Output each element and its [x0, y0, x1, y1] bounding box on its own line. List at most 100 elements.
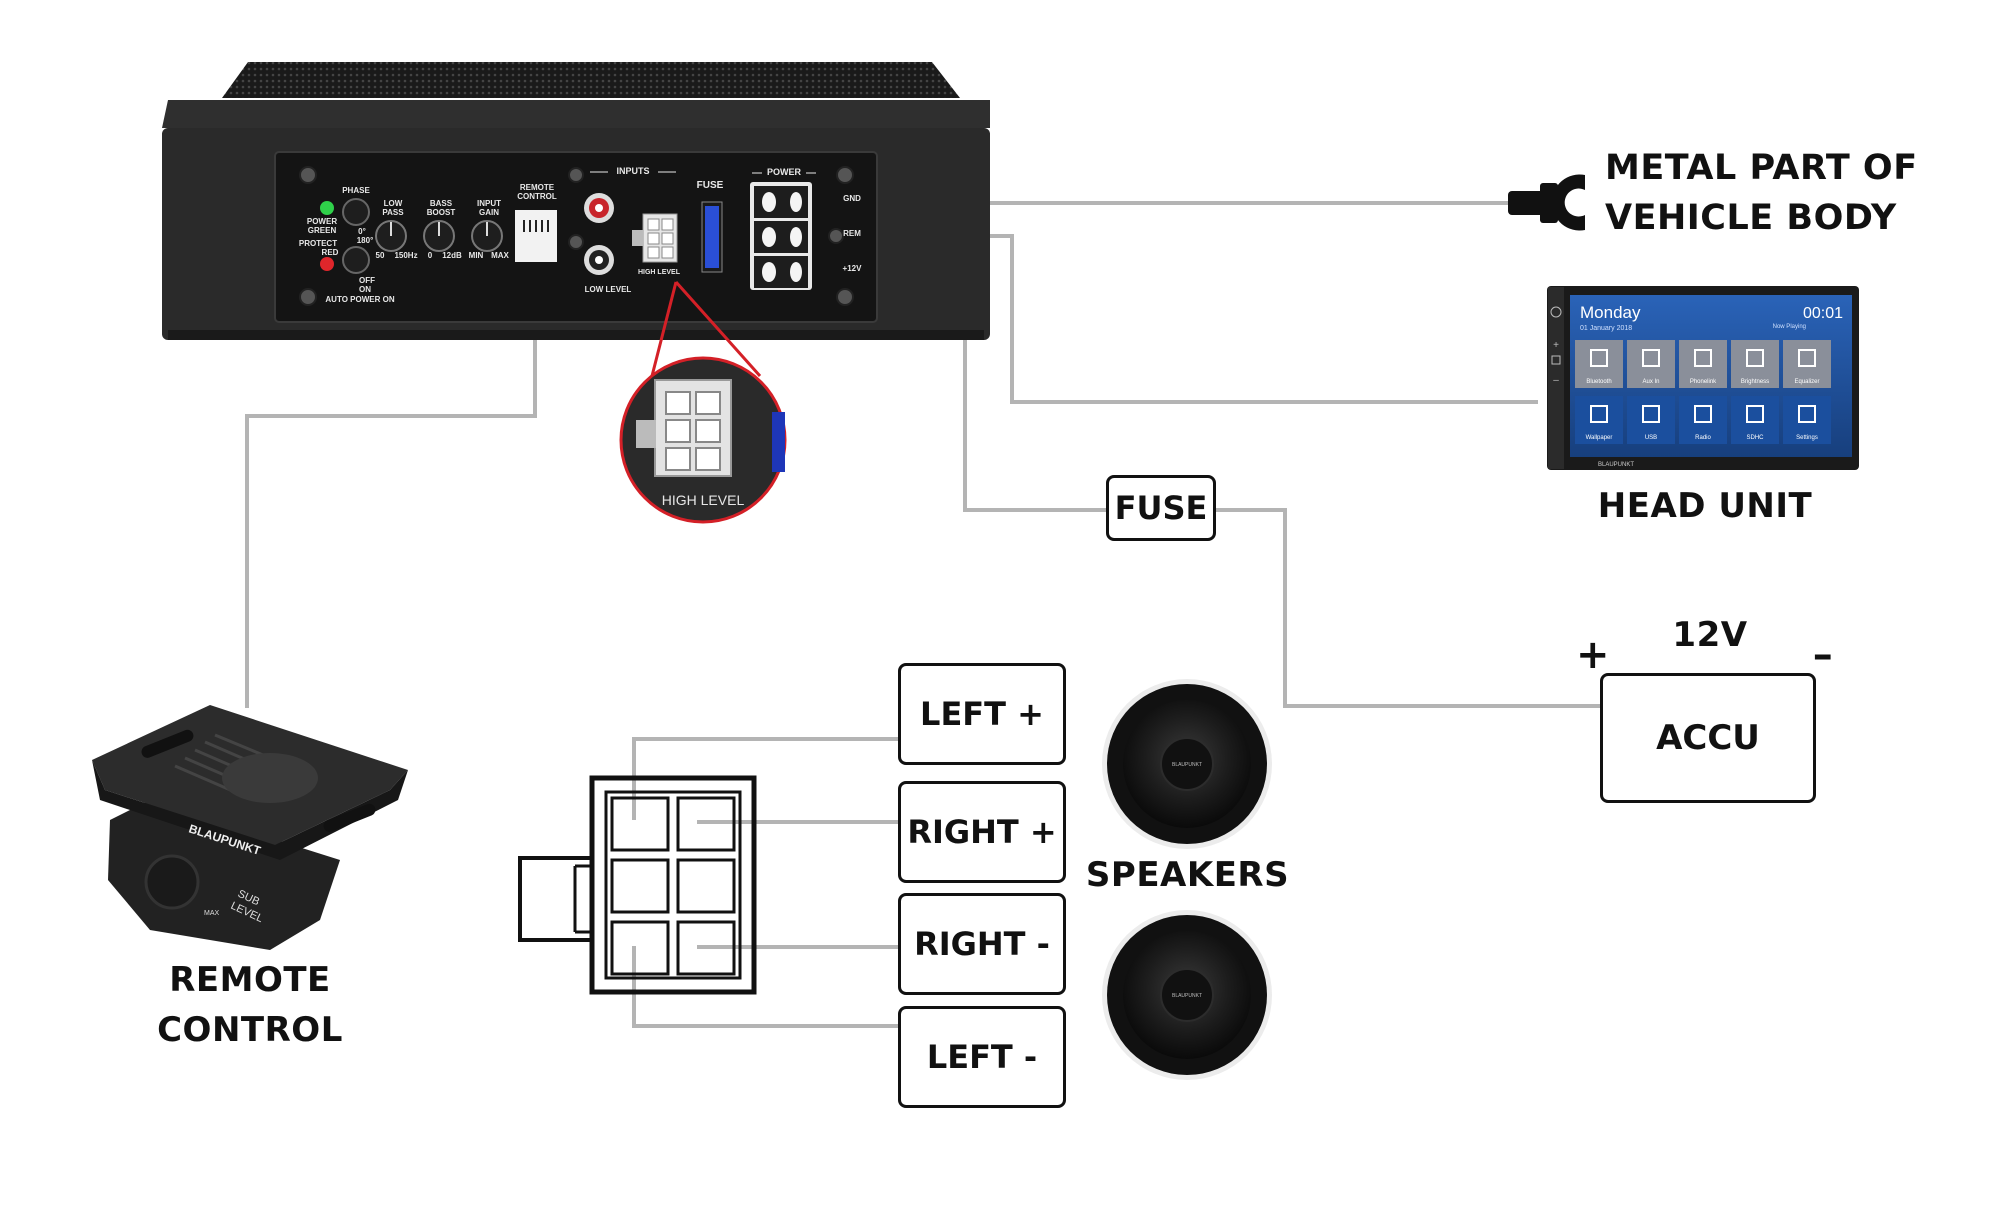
remote-max: MAX — [204, 910, 220, 917]
pin-left-plus: LEFT + — [898, 663, 1066, 765]
lbl-power-block: POWER — [767, 167, 802, 177]
lbl-ig-min: MIN — [469, 251, 484, 260]
lbl-bb-max: 12dB — [442, 251, 462, 260]
lbl-rem: REM — [843, 229, 861, 238]
hu-tile — [1731, 396, 1779, 444]
metal-label-line1: METAL PART OF — [1605, 148, 1918, 188]
lbl-control: CONTROL — [517, 192, 557, 201]
pin-right-minus: RIGHT - — [898, 893, 1066, 995]
phase-switch[interactable] — [342, 198, 370, 226]
lbl-gain: GAIN — [479, 208, 499, 217]
lbl-power: POWER — [307, 217, 337, 226]
hu-tile-label: Aux In — [1642, 379, 1659, 385]
lbl-high-level: HIGH LEVEL — [638, 269, 681, 276]
hu-tile-icon — [1798, 405, 1816, 423]
lbl-off: OFF — [359, 276, 375, 285]
lbl-low-level: LOW LEVEL — [585, 285, 632, 294]
accu-plus: + — [1575, 632, 1610, 678]
speaker-top: BLAUPUNKT — [1102, 679, 1272, 849]
metal-label-line2: VEHICLE BODY — [1605, 198, 1897, 238]
lbl-ig-max: MAX — [491, 251, 509, 260]
led-protect-red — [320, 257, 334, 271]
lbl-on: ON — [359, 285, 371, 294]
speaker-bottom-brand: BLAUPUNKT — [1172, 993, 1202, 999]
wire-left-minus — [632, 946, 898, 1028]
head-unit-device: +– Monday 01 January 2018 00:01 Now Play… — [1547, 286, 1859, 470]
hu-time: 00:01 — [1803, 305, 1843, 322]
knob-low-pass[interactable] — [375, 220, 407, 252]
lbl-fuse: FUSE — [697, 180, 724, 191]
led-power-green — [320, 201, 334, 215]
lbl-auto-power-on: AUTO POWER ON — [325, 295, 394, 304]
hu-tile-icon — [1590, 349, 1608, 367]
panel-screws — [299, 166, 854, 306]
remote-port — [515, 210, 557, 262]
lbl-inputs: INPUTS — [616, 166, 649, 176]
amplifier: PHASE POWER GREEN PROTECT RED 0° 180° OF… — [162, 62, 990, 340]
lbl-bb-min: 0 — [428, 251, 433, 260]
fuse-box: FUSE — [1106, 475, 1216, 541]
lbl-red: RED — [322, 248, 339, 257]
zoom-label: HIGH LEVEL — [662, 492, 745, 508]
remote-control-device: BLAUPUNKT SUB LEVEL MAX — [92, 705, 408, 950]
hu-tile-label: SDHC — [1746, 435, 1764, 441]
hu-tile — [1731, 340, 1779, 388]
hu-tile — [1575, 340, 1623, 388]
lbl-phase-0: 0° — [358, 227, 366, 236]
speakers-label: SPEAKERS — [1085, 855, 1290, 895]
lbl-protect: PROTECT — [299, 239, 337, 248]
svg-text:–: – — [1553, 375, 1559, 386]
hu-tile-icon — [1694, 405, 1712, 423]
hu-tile-label: Brightness — [1741, 379, 1769, 385]
hu-tile-icon — [1590, 405, 1608, 423]
lbl-low: LOW — [384, 199, 403, 208]
hu-tile — [1783, 340, 1831, 388]
lbl-phase-180: 180° — [357, 236, 374, 245]
high-level-plug — [518, 775, 757, 995]
speaker-top-brand: BLAUPUNKT — [1172, 762, 1202, 768]
hu-tile-icon — [1746, 405, 1764, 423]
rca-right[interactable] — [584, 193, 614, 223]
power-terminals — [750, 182, 812, 290]
hu-tile-label: Equalizer — [1794, 379, 1819, 385]
hu-brand: BLAUPUNKT — [1598, 462, 1634, 468]
amp-top-lid — [162, 100, 990, 128]
rca-left[interactable] — [584, 245, 614, 275]
auto-power-switch[interactable] — [342, 246, 370, 274]
lbl-bass: BASS — [430, 199, 453, 208]
hu-tile — [1575, 396, 1623, 444]
knob-bass-boost[interactable] — [423, 220, 455, 252]
hu-now-playing: Now Playing — [1773, 324, 1806, 330]
high-level-zoom: HIGH LEVEL — [619, 281, 787, 524]
hu-tile-icon — [1694, 349, 1712, 367]
amp-bottom-edge — [168, 330, 984, 340]
hu-tile — [1679, 340, 1727, 388]
amp-top-grille — [222, 62, 960, 98]
wire-remote — [245, 330, 537, 708]
lbl-input: INPUT — [477, 199, 501, 208]
lbl-gnd: GND — [843, 194, 861, 203]
remote-label-line1: REMOTE — [169, 960, 331, 1000]
lbl-lp-max: 150Hz — [394, 251, 417, 260]
voltage-label: 12V — [1672, 615, 1748, 655]
pin-left-minus: LEFT - — [898, 1006, 1066, 1108]
lbl-boost: BOOST — [427, 208, 456, 217]
ground-clamp-icon — [1508, 174, 1585, 231]
knob-input-gain[interactable] — [471, 220, 503, 252]
lbl-phase: PHASE — [342, 186, 370, 195]
hu-tile-icon — [1798, 349, 1816, 367]
hu-tile-label: Phonelink — [1690, 379, 1717, 385]
hu-tile — [1627, 340, 1675, 388]
accu-box: ACCU — [1600, 673, 1816, 803]
high-level-connector[interactable] — [632, 213, 678, 263]
hu-day: Monday — [1580, 303, 1641, 322]
lbl-remote: REMOTE — [520, 183, 555, 192]
hu-tile — [1783, 396, 1831, 444]
hu-tile-icon — [1642, 349, 1660, 367]
lbl-pass: PASS — [382, 208, 404, 217]
head-unit-label: HEAD UNIT — [1597, 486, 1813, 526]
hu-tile-label: Settings — [1796, 435, 1818, 441]
